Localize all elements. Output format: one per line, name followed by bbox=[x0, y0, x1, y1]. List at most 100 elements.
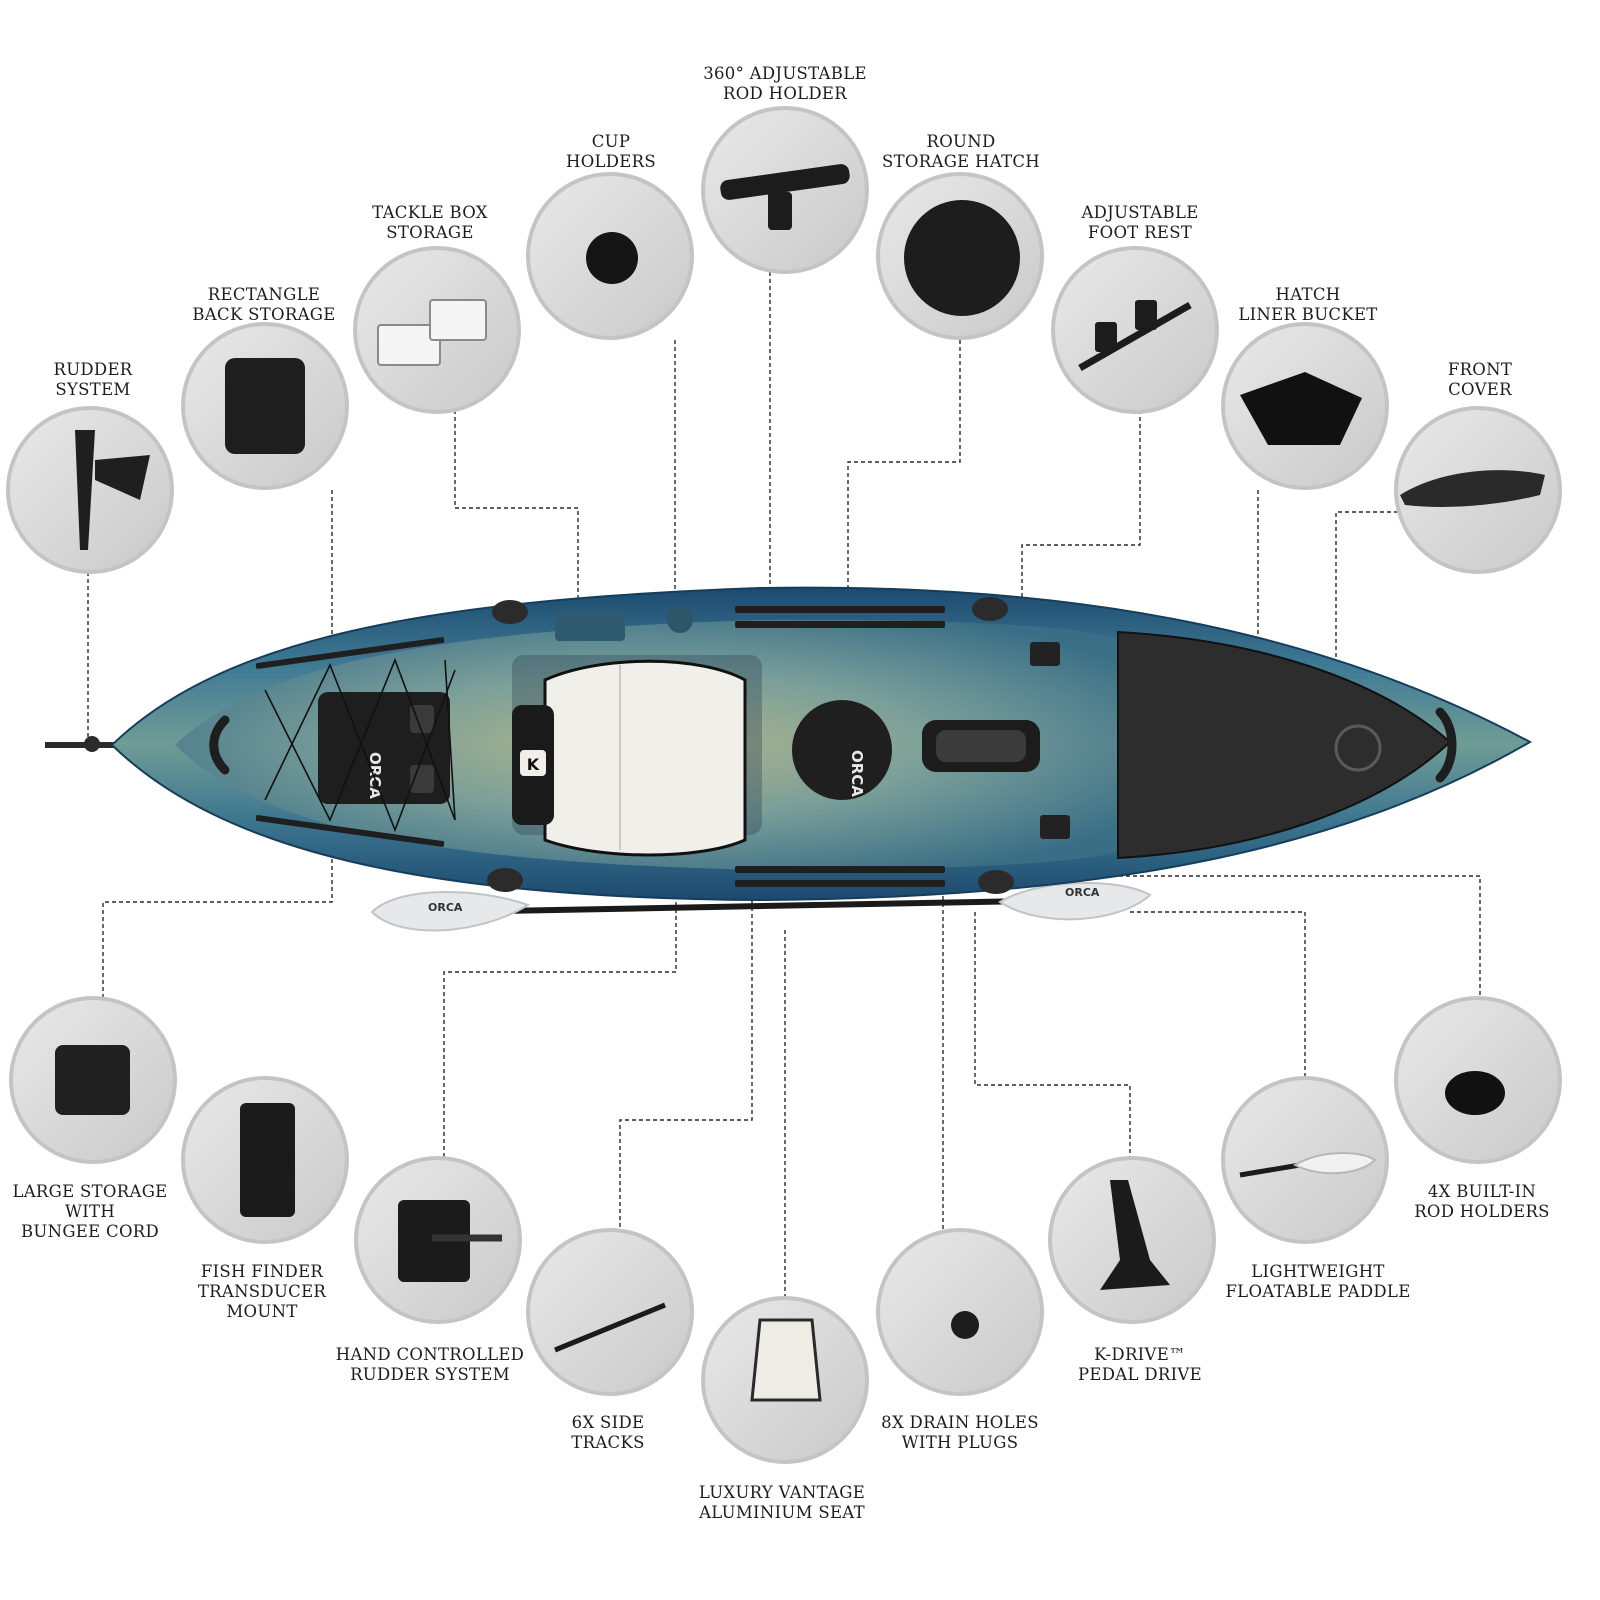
label-line: LUXURY VANTAGE bbox=[698, 1483, 866, 1502]
label-line: FLOATABLE PADDLE bbox=[1225, 1282, 1411, 1301]
seat-illustration: K bbox=[512, 655, 762, 857]
label-line: ROD HOLDERS bbox=[1414, 1202, 1550, 1221]
label-line: HOLDERS bbox=[566, 152, 656, 171]
kayak-top-view: ORCA ORCA ORCA bbox=[45, 586, 1533, 932]
label-front-cover: FRONT COVER bbox=[1360, 360, 1600, 400]
thumb-round-storage-hatch bbox=[876, 172, 1044, 340]
thumb-vantage-seat bbox=[701, 1296, 869, 1464]
label-line: LARGE STORAGE bbox=[12, 1182, 168, 1201]
label-k-drive: K-DRIVE™ PEDAL DRIVE bbox=[1020, 1345, 1260, 1385]
stern-handle bbox=[209, 715, 230, 775]
label-line: BACK STORAGE bbox=[192, 305, 336, 324]
label-round-storage-hatch: ROUND STORAGE HATCH bbox=[841, 132, 1081, 172]
label-line: FOOT REST bbox=[1087, 223, 1193, 242]
flush-rod-holders bbox=[487, 597, 1014, 894]
round-hatch-brand: ORCA bbox=[848, 750, 866, 797]
front-cover-icon bbox=[1400, 470, 1545, 507]
thumb-drain-holes bbox=[876, 1228, 1044, 1396]
connector-hand-rudder-system bbox=[443, 888, 677, 1160]
label-hatch-liner-bucket: HATCH LINER BUCKET bbox=[1188, 285, 1428, 325]
label-built-in-rod-holders: 4X BUILT-IN ROD HOLDERS bbox=[1362, 1182, 1600, 1222]
rudder-icon bbox=[75, 430, 150, 550]
connector-k-drive bbox=[974, 912, 1131, 1165]
label-line: STORAGE bbox=[386, 223, 474, 242]
connector-round-storage-hatch bbox=[847, 340, 961, 745]
label-vantage-seat: LUXURY VANTAGE ALUMINIUM SEAT bbox=[662, 1483, 902, 1523]
label-paddle: LIGHTWEIGHT FLOATABLE PADDLE bbox=[1198, 1262, 1438, 1302]
thumb-rod-holder-360 bbox=[701, 106, 869, 274]
side-track-icon bbox=[554, 1302, 666, 1353]
label-line: RUDDER bbox=[53, 360, 133, 379]
label-line: MOUNT bbox=[226, 1302, 298, 1321]
label-fish-finder-mount: FISH FINDER TRANSDUCER MOUNT bbox=[142, 1262, 382, 1322]
label-line: 360° ADJUSTABLE bbox=[703, 64, 867, 83]
label-line: ALUMINIUM SEAT bbox=[699, 1503, 865, 1522]
label-line: WITH bbox=[64, 1202, 116, 1221]
paddle-brand-right: ORCA bbox=[1065, 886, 1100, 899]
label-drain-holes: 8X DRAIN HOLES WITH PLUGS bbox=[840, 1413, 1080, 1453]
label-line: 6X SIDE bbox=[571, 1413, 645, 1432]
label-hand-rudder-system: HAND CONTROLLED RUDDER SYSTEM bbox=[310, 1345, 550, 1385]
thumb-front-cover bbox=[1394, 406, 1562, 574]
label-rod-holder-360: 360° ADJUSTABLE ROD HOLDER bbox=[665, 64, 905, 104]
label-line: LIGHTWEIGHT bbox=[1251, 1262, 1385, 1281]
label-line: STORAGE HATCH bbox=[882, 152, 1040, 171]
label-large-storage-bungee: LARGE STORAGE WITH BUNGEE CORD bbox=[0, 1182, 210, 1242]
tackle-box-icon bbox=[377, 299, 487, 366]
side-tracks-illustration bbox=[255, 606, 945, 887]
seat-brand: K bbox=[527, 755, 540, 774]
label-side-tracks: 6X SIDE TRACKS bbox=[488, 1413, 728, 1453]
rear-hatch-brand: ORCA bbox=[366, 752, 384, 799]
bungee-cord-illustration bbox=[264, 657, 456, 833]
foot-rest-illustration bbox=[1030, 642, 1070, 839]
rod-holder-icon bbox=[720, 164, 850, 230]
round-hatch-illustration: ORCA bbox=[792, 700, 892, 800]
paddle-icon bbox=[1239, 1152, 1377, 1178]
label-line: WITH PLUGS bbox=[901, 1433, 1019, 1452]
label-line: 4X BUILT-IN bbox=[1427, 1182, 1537, 1201]
thumb-hatch-liner-bucket bbox=[1221, 322, 1389, 490]
label-rudder-system: RUDDER SYSTEM bbox=[0, 360, 213, 400]
thumb-k-drive bbox=[1048, 1156, 1216, 1324]
thumb-paddle bbox=[1221, 1076, 1389, 1244]
label-line: COVER bbox=[1448, 380, 1512, 399]
bucket-icon bbox=[1240, 372, 1362, 445]
rear-hatch-illustration: ORCA bbox=[318, 692, 450, 804]
bow-handle bbox=[1435, 707, 1457, 783]
front-cover-logo bbox=[1334, 724, 1382, 772]
label-line: HATCH bbox=[1275, 285, 1341, 304]
round-hatch-icon bbox=[904, 200, 1020, 316]
thumb-tackle-box-storage bbox=[353, 246, 521, 414]
label-line: TRACKS bbox=[571, 1433, 645, 1452]
transducer-mount-icon bbox=[240, 1103, 295, 1217]
thumb-adjustable-foot-rest bbox=[1051, 246, 1219, 414]
thumb-large-storage-bungee bbox=[9, 996, 177, 1164]
seat-icon bbox=[750, 1318, 822, 1402]
thumb-fish-finder-mount bbox=[181, 1076, 349, 1244]
label-line: PEDAL DRIVE bbox=[1078, 1365, 1202, 1384]
label-line: CUP bbox=[591, 132, 631, 151]
thumbnails bbox=[6, 106, 1562, 1464]
label-line: 8X DRAIN HOLES bbox=[881, 1413, 1039, 1432]
label-line: TACKLE BOX bbox=[372, 203, 488, 222]
label-line: ADJUSTABLE bbox=[1081, 203, 1199, 222]
pedal-drive-well-inner bbox=[936, 730, 1026, 762]
label-line: FISH FINDER bbox=[200, 1262, 324, 1281]
paddle-brand-left: ORCA bbox=[428, 901, 463, 914]
label-adjustable-foot-rest: ADJUSTABLE FOOT REST bbox=[1020, 203, 1260, 243]
label-line: SYSTEM bbox=[55, 380, 131, 399]
cup-holder-icon bbox=[586, 232, 638, 284]
flush-rod-holder-icon bbox=[1445, 1071, 1505, 1115]
drain-plug-icon bbox=[951, 1311, 979, 1339]
label-rectangle-back-storage: RECTANGLE BACK STORAGE bbox=[144, 285, 384, 325]
rudder-handle-icon bbox=[398, 1200, 502, 1282]
label-line: BUNGEE CORD bbox=[20, 1222, 160, 1241]
label-line: ROUND bbox=[926, 132, 996, 151]
connector-tackle-box-storage bbox=[454, 410, 579, 612]
foot-rest-icon bbox=[1078, 300, 1192, 372]
cup-holder-spot bbox=[667, 607, 693, 633]
connector-paddle bbox=[1130, 911, 1306, 1083]
label-tackle-box-storage: TACKLE BOX STORAGE bbox=[310, 203, 550, 243]
thumb-cup-holders bbox=[526, 172, 694, 340]
